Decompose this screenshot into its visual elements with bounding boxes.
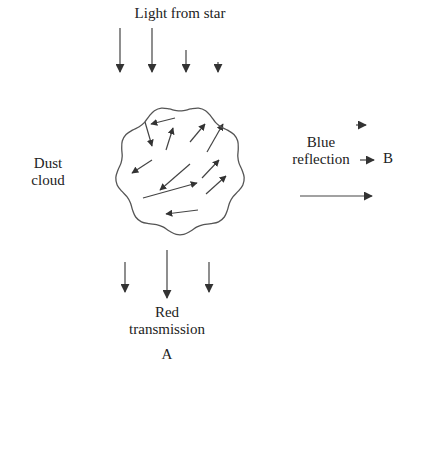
scatter-arrow — [166, 210, 198, 214]
scatter-arrow — [151, 118, 175, 124]
transmitted-arrow — [208, 262, 209, 292]
scatter-arrow — [207, 124, 223, 152]
diagram-label: Light from star — [95, 5, 265, 22]
scatter-arrow — [143, 183, 197, 198]
scatter-arrow — [202, 160, 219, 178]
reflected-arrow — [300, 195, 372, 196]
diagram-label: Red transmission — [117, 304, 217, 339]
transmitted-arrow — [166, 250, 167, 298]
scatter-arrow — [206, 176, 226, 194]
diagram-label: Blue reflection — [284, 134, 358, 169]
starlight-arrows — [120, 28, 218, 72]
transmitted-arrow — [124, 262, 125, 292]
diagram-label: B — [378, 150, 398, 167]
incoming-arrow — [151, 28, 152, 72]
scatter-arrow — [145, 122, 152, 146]
scatter-arrow — [132, 160, 152, 173]
diagram-label: A — [152, 346, 182, 363]
scatter-arrow — [190, 124, 205, 142]
incoming-arrow — [217, 62, 218, 72]
scatter-arrow — [166, 128, 173, 150]
reflected-arrow — [360, 159, 374, 160]
scatter-arrows — [132, 118, 226, 214]
dust-cloud: Dust cloud — [113, 103, 247, 237]
incoming-arrow — [185, 50, 186, 72]
transmission-arrows — [125, 250, 209, 298]
cloud-label: Dust cloud — [17, 155, 79, 190]
cloud-outline-path — [116, 108, 244, 235]
reflected-arrow — [356, 124, 366, 125]
cloud-outline — [113, 103, 247, 237]
incoming-arrow — [119, 28, 120, 72]
